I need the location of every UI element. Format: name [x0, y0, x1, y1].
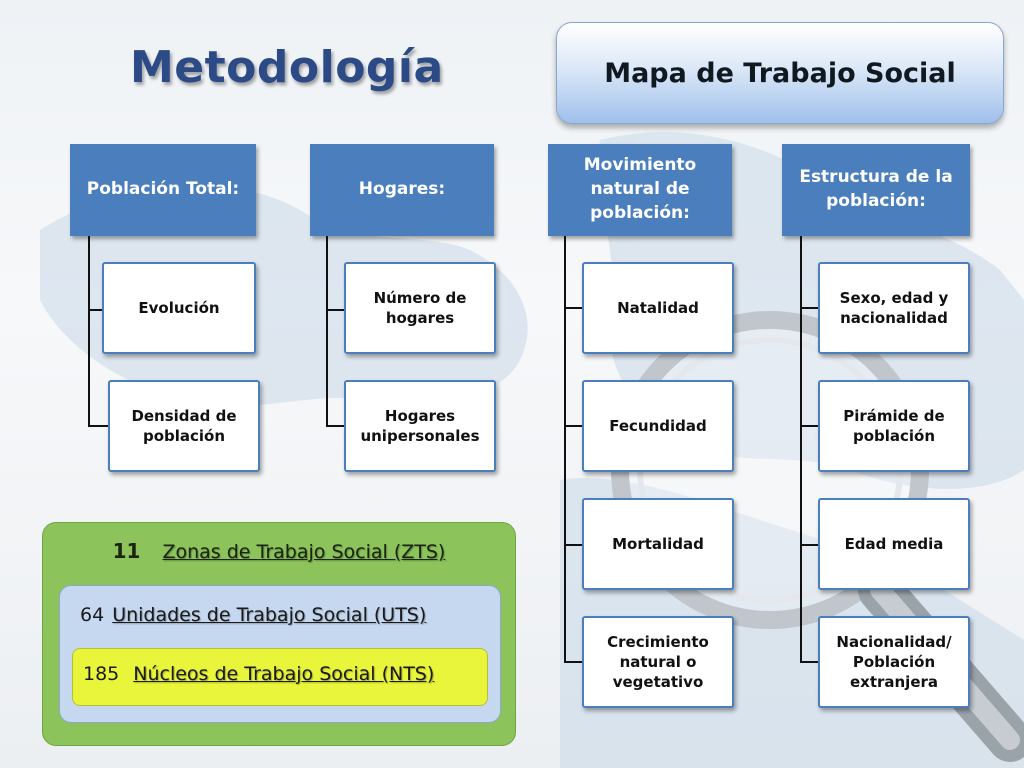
node-numero-hogares: Número de hogares — [344, 262, 496, 354]
node-mortalidad: Mortalidad — [582, 498, 734, 590]
nts-container: 185 Núcleos de Trabajo Social (NTS) — [72, 648, 488, 706]
connector-vertical — [800, 236, 802, 662]
nts-count: 185 — [83, 663, 120, 685]
connector-horizontal — [800, 307, 818, 309]
node-evolucion: Evolución — [102, 262, 256, 354]
uts-count: 64 — [80, 604, 105, 626]
node-crecimiento-natural: Crecimiento natural o vegetativo — [582, 616, 734, 708]
header-poblacion-total: Población Total: — [70, 144, 256, 236]
connector-horizontal — [326, 425, 344, 427]
zts-count: 11 — [112, 539, 141, 563]
node-nacionalidad: Nacionalidad/ Población extranjera — [818, 616, 970, 708]
uts-row: 64 Unidades de Trabajo Social (UTS) — [80, 604, 426, 626]
zts-row: 11 Zonas de Trabajo Social (ZTS) — [43, 539, 515, 563]
connector-vertical — [326, 236, 328, 426]
connector-vertical — [564, 236, 566, 662]
connector-horizontal — [564, 661, 582, 663]
connector-horizontal — [800, 425, 818, 427]
connector-horizontal — [88, 309, 102, 311]
node-fecundidad: Fecundidad — [582, 380, 734, 472]
node-piramide: Pirámide de población — [818, 380, 970, 472]
zones-container: 11 Zonas de Trabajo Social (ZTS) 64 Unidad… — [42, 522, 516, 746]
page-title: Metodología — [130, 42, 444, 93]
node-sexo-edad: Sexo, edad y nacionalidad — [818, 262, 970, 354]
connector-horizontal — [800, 544, 818, 546]
uts-label: Unidades de Trabajo Social (UTS) — [112, 604, 427, 626]
connector-horizontal — [800, 661, 818, 663]
connector-horizontal — [564, 425, 582, 427]
nts-row: 185 Núcleos de Trabajo Social (NTS) — [83, 663, 434, 685]
uts-container: 64 Unidades de Trabajo Social (UTS) 185 Nú… — [59, 585, 501, 723]
connector-horizontal — [564, 544, 582, 546]
node-densidad: Densidad de población — [108, 380, 260, 472]
connector-horizontal — [564, 307, 582, 309]
nts-label: Núcleos de Trabajo Social (NTS) — [133, 663, 435, 685]
connector-horizontal — [326, 309, 344, 311]
header-movimiento-natural: Movimiento natural de población: — [548, 144, 732, 236]
node-edad-media: Edad media — [818, 498, 970, 590]
connector-horizontal — [88, 425, 108, 427]
connector-vertical — [88, 236, 90, 426]
zts-label: Zonas de Trabajo Social (ZTS) — [162, 541, 446, 563]
header-hogares: Hogares: — [310, 144, 494, 236]
node-hogares-unipersonales: Hogares unipersonales — [344, 380, 496, 472]
map-banner: Mapa de Trabajo Social — [556, 22, 1004, 124]
node-natalidad: Natalidad — [582, 262, 734, 354]
header-estructura-poblacion: Estructura de la población: — [782, 144, 970, 236]
